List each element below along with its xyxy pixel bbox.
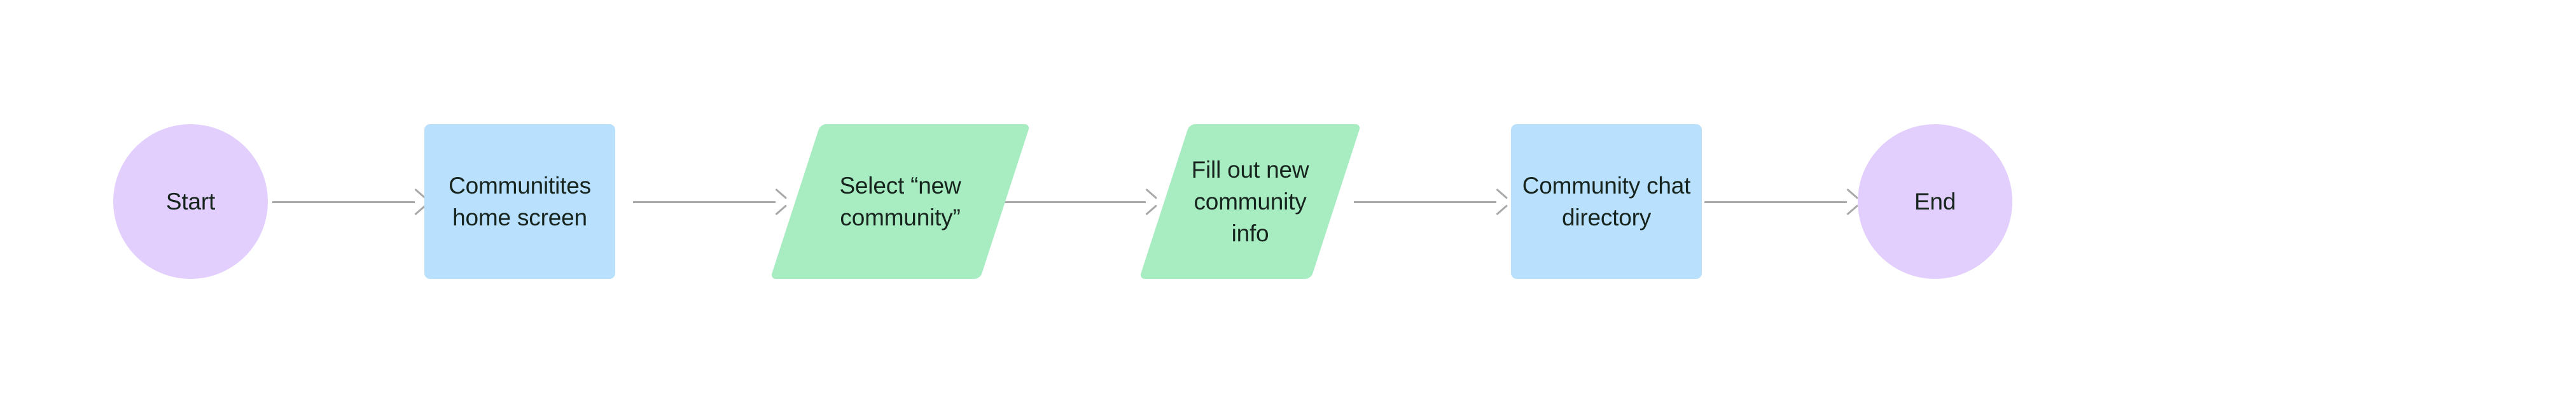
node-fill-out-new-community-info[interactable]: Fill out new community info bbox=[1139, 124, 1361, 279]
node-start[interactable]: Start bbox=[113, 124, 268, 279]
arrowhead-icon bbox=[1493, 195, 1505, 208]
arrowhead-icon bbox=[772, 195, 784, 208]
arrowhead-icon bbox=[1843, 195, 1856, 208]
node-select-new-community-label: Select “new community” bbox=[839, 172, 961, 231]
connector-shaft bbox=[1704, 201, 1847, 203]
node-end[interactable]: End bbox=[1858, 124, 2012, 279]
node-fill-out-new-community-info-label: Fill out new community info bbox=[1191, 156, 1309, 246]
arrowhead-icon bbox=[1142, 195, 1155, 208]
connector-shaft bbox=[633, 201, 776, 203]
connector-directory-to-end bbox=[1704, 189, 1856, 215]
node-end-label: End bbox=[1914, 188, 1956, 215]
arrowhead-icon bbox=[411, 195, 424, 208]
connector-start-to-communities bbox=[272, 189, 424, 215]
connector-shaft bbox=[272, 201, 415, 203]
node-community-chat-directory[interactable]: Community chat directory bbox=[1511, 124, 1702, 279]
connector-communities-to-select bbox=[633, 189, 784, 215]
connector-shaft bbox=[1003, 201, 1146, 203]
node-community-chat-directory-label: Community chat directory bbox=[1522, 172, 1691, 231]
node-communities-home-screen[interactable]: Communitites home screen bbox=[424, 124, 615, 279]
node-communities-home-screen-label: Communitites home screen bbox=[449, 172, 591, 231]
node-start-label: Start bbox=[165, 188, 216, 215]
connector-shaft bbox=[1354, 201, 1496, 203]
connector-select-to-fill bbox=[1003, 189, 1155, 215]
connector-fill-to-directory bbox=[1354, 189, 1505, 215]
node-select-new-community[interactable]: Select “new community” bbox=[770, 124, 1031, 279]
